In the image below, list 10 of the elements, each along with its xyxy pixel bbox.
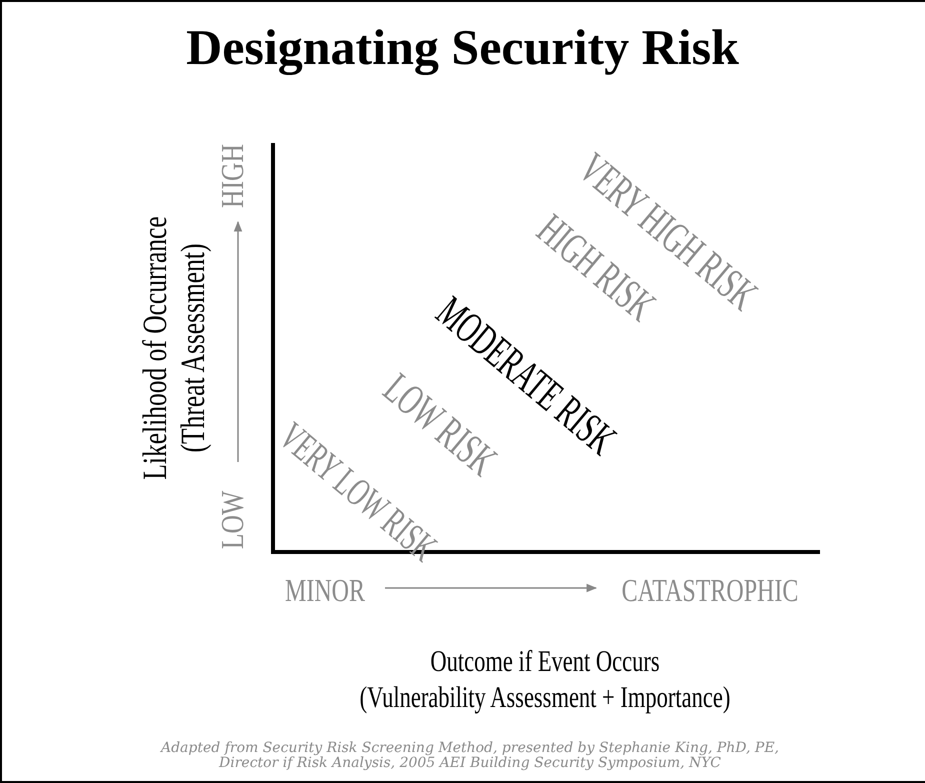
axis-title: Outcome if Event Occurs — [430, 647, 660, 677]
axis-end-label: HIGH — [216, 144, 248, 208]
axis-end-label: LOW — [216, 490, 248, 550]
axis-title: (Threat Assessment) — [177, 244, 211, 452]
axis-end-label: MINOR — [285, 574, 365, 606]
axis-title: Likelihood of Occurrance — [139, 216, 173, 480]
title: Designating Security Risk — [185, 18, 740, 76]
axis-title: (Vulnerability Assessment + Importance) — [360, 683, 730, 713]
axis-end-label: CATASTROPHIC — [622, 574, 798, 606]
source-caption: Adapted from Security Risk Screening Method, presented by Stephanie King, PhD, PE, Director if Risk Analysis, 2005 AEI Building Security Symposium, NYC — [160, 741, 780, 772]
